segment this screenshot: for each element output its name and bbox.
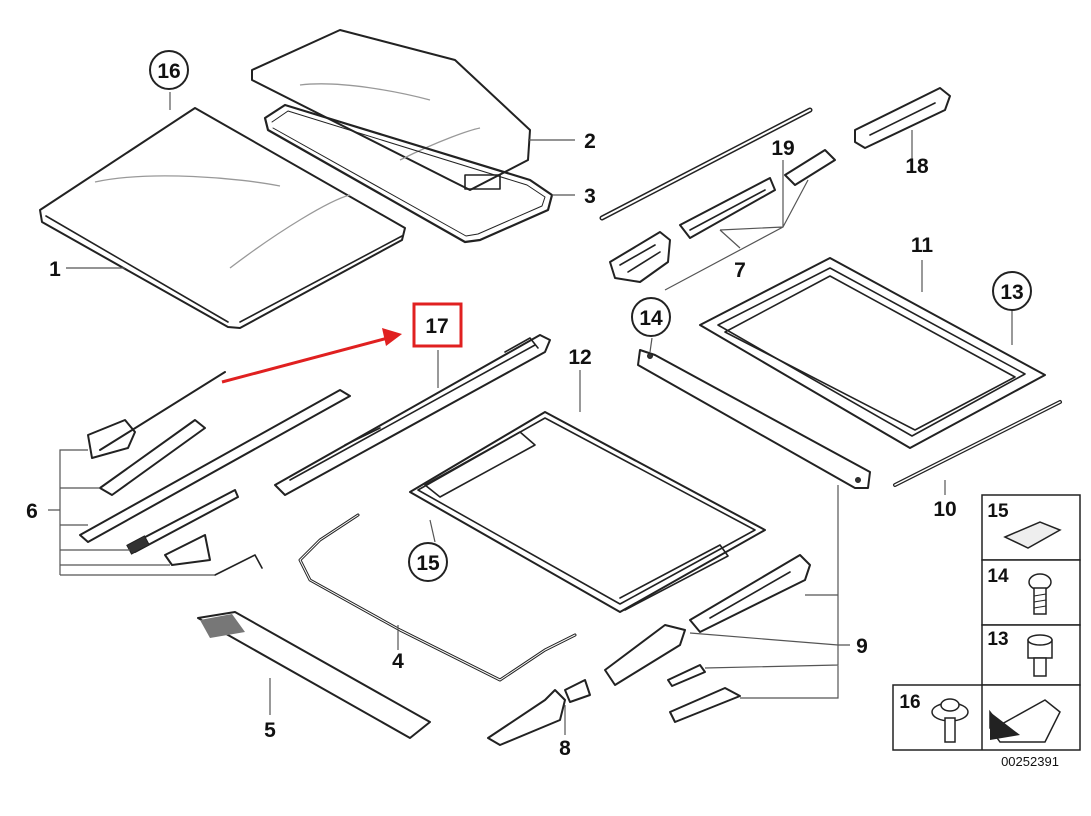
part-11-frame [699,257,1046,449]
label-13: 13 [1000,281,1023,304]
label-6: 6 [26,500,38,523]
part-1-glass-panel [39,107,406,329]
catalog-number: 00252391 [1001,754,1059,769]
callout-ring-16 [149,50,189,90]
legend-cell-14 [981,559,1081,626]
direction-arrow-icon [989,699,1061,743]
part-19-guide-rail [599,107,813,221]
legend-label-13: 13 [987,629,1008,650]
pad-icon [1003,521,1062,549]
legend-label-14: 14 [987,566,1009,587]
part-14-deflector [637,349,871,489]
leader-lines [48,92,1013,735]
part-8-motor-bracket [487,679,591,746]
legend-label-15: 15 [987,501,1009,522]
callout-labels: 16 1 2 3 19 18 7 11 13 14 17 12 15 10 6 … [26,50,1032,760]
label-4: 4 [392,650,404,673]
callout-ring-13 [992,271,1032,311]
label-10: 10 [933,498,956,521]
label-7: 7 [734,259,746,282]
callout-ring-15 [408,542,448,582]
legend-label-16: 16 [899,692,920,713]
part-3-seal [263,103,554,244]
label-16: 16 [157,60,180,83]
part-4-cable [298,513,577,682]
label-11: 11 [911,234,934,257]
label-17: 17 [425,315,448,338]
screw-icon [1028,573,1052,615]
part-12-sunshade [409,411,766,613]
label-18: 18 [905,155,929,178]
highlight-arrow [221,328,402,384]
label-14: 14 [639,307,663,330]
label-15: 15 [416,552,440,575]
part-18-bracket [854,87,951,149]
label-19: 19 [771,137,794,160]
part-10-strip [893,400,1062,487]
part-2-glass-lid [251,29,531,191]
label-9: 9 [856,635,868,658]
part-9-mechanism-parts [604,554,811,723]
label-12: 12 [568,346,591,369]
part-17-side-rail [274,334,551,496]
flange-screw-icon [931,698,969,743]
highlight-box-17 [412,302,463,348]
label-1: 1 [49,258,61,281]
bolt-icon [1027,634,1053,677]
label-3: 3 [584,185,596,208]
part-7-slide-assembly [609,149,836,283]
legend: 15 14 13 16 [892,494,1081,751]
label-5: 5 [264,719,276,742]
callout-ring-14 [631,297,671,337]
label-2: 2 [584,130,596,153]
part-5-liner-strip [197,611,431,739]
label-8: 8 [559,737,571,760]
part-6-drive-assembly [79,371,351,576]
